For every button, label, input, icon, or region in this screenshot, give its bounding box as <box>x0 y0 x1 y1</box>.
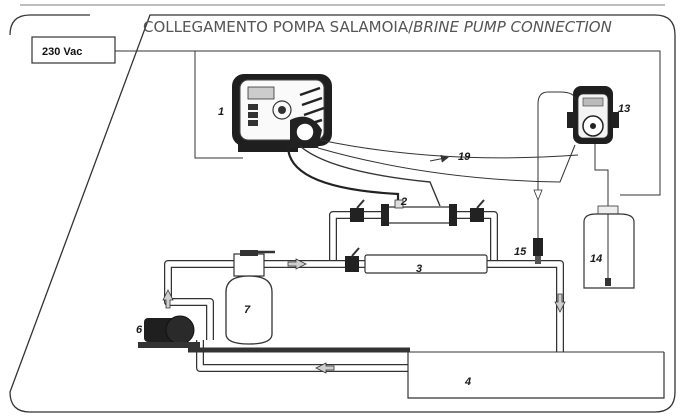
cell-cable <box>286 145 400 206</box>
brine-delivery-tube <box>537 91 576 238</box>
sand-filter <box>225 250 275 345</box>
callout-cell: 3 <box>416 263 422 275</box>
callout-tube: 19 <box>458 151 471 163</box>
callout-controller: 1 <box>218 106 224 118</box>
power-label: 230 Vac <box>42 46 82 58</box>
flow-arrow-down <box>554 293 566 313</box>
callout-filter: 7 <box>244 304 251 316</box>
callout-tank: 14 <box>590 253 602 265</box>
valve-upper-left <box>350 199 365 222</box>
flow-arrow-right <box>287 258 307 270</box>
main-pipe <box>164 260 564 352</box>
return-pipe <box>196 340 408 372</box>
callout-cell-unit: 2 <box>400 196 407 208</box>
sensor-cable <box>299 145 441 207</box>
power-wire-controller <box>115 50 243 159</box>
brine-tank <box>583 205 635 289</box>
circulation-pump <box>138 315 200 348</box>
pool-basin <box>188 347 665 399</box>
power-label-box <box>31 36 116 64</box>
suction-tube <box>594 144 609 208</box>
callout-injection-valve: 15 <box>514 246 527 258</box>
diagram-title: COLLEGAMENTO POMPA SALAMOIA/BRINE PUMP C… <box>143 18 612 36</box>
electrolytic-cell-upper <box>381 199 457 226</box>
flow-arrow-left <box>315 362 335 374</box>
flow-arrow-up <box>162 289 174 309</box>
brine-pump-unit <box>567 86 619 144</box>
power-wire-pump13 <box>195 50 661 196</box>
callout-pool: 4 <box>464 376 471 388</box>
controller-unit <box>232 74 332 152</box>
signal-cable-19 <box>319 139 579 159</box>
valve-upper-right <box>470 199 485 222</box>
callout-pump: 6 <box>136 324 143 336</box>
flow-arrows <box>162 258 566 374</box>
electrolytic-cell <box>345 247 488 274</box>
injection-valve <box>533 238 543 264</box>
signal-cable-19b <box>317 144 576 183</box>
diagram-frame <box>9 14 676 413</box>
callout-brine-pump: 13 <box>618 103 630 115</box>
